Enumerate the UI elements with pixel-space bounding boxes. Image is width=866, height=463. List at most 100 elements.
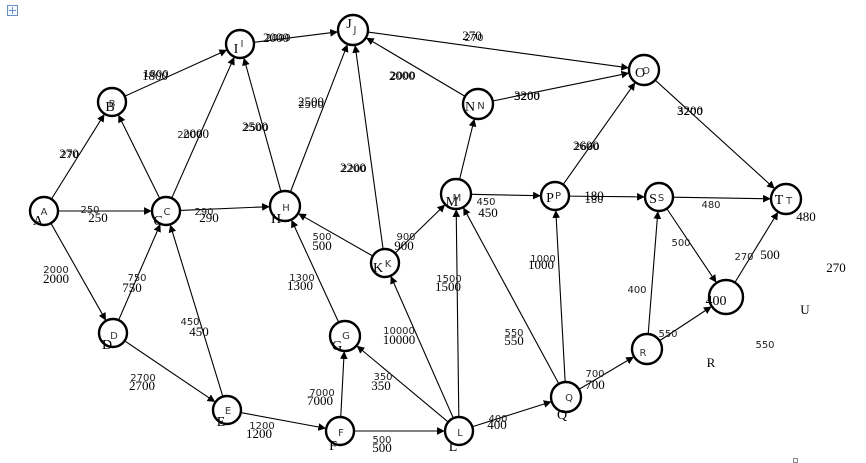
edge-weight-s-t: 480 — [701, 200, 720, 211]
edge-weight-q-p: 1000 — [530, 254, 555, 265]
edge-weight-k-h: 500 — [312, 232, 331, 243]
edge-weight-q-m: 550 — [504, 333, 524, 348]
edge-weight-e-c: 450 — [189, 324, 209, 339]
edge-a-b — [50, 114, 105, 200]
edge-weight-q-p: 1000 — [528, 257, 554, 272]
floating-label: R — [707, 355, 716, 370]
edge-weight-c-i: 2000 — [183, 126, 209, 141]
edge-h-j — [289, 44, 349, 193]
node-label-c: C — [164, 207, 171, 218]
node-i — [224, 28, 256, 60]
edge-weight-d-c: 750 — [122, 280, 142, 295]
edge-weight-c-h: 290 — [199, 210, 219, 225]
edge-weight-l-m: 1500 — [436, 274, 461, 285]
node-label-i: I — [241, 39, 244, 50]
node-label-s: S — [649, 192, 657, 207]
edge-weight-n-o: 3200 — [514, 92, 539, 103]
edge-r-n400 — [659, 306, 712, 342]
node-label-h: H — [271, 212, 281, 227]
edge-c-b — [118, 114, 161, 199]
edge-weight-d-e: 2700 — [129, 378, 155, 393]
edge-f-g — [339, 351, 348, 418]
node-label-h: H — [282, 203, 290, 214]
edge-weight-k-j: 2200 — [340, 160, 366, 175]
edge-weight-b-i: 1800 — [143, 69, 168, 80]
node-b — [96, 86, 128, 118]
node-label-q: Q — [557, 408, 567, 423]
edge-weight-p-s: 180 — [584, 195, 603, 206]
edge-weight-j-o: 270 — [464, 33, 483, 44]
edge-weight-q-r: 700 — [585, 377, 605, 392]
edge-p-o — [562, 82, 636, 185]
edge-l-q — [472, 400, 552, 428]
edge-weight-s-n400: 500 — [671, 238, 690, 249]
node-label-g: G — [342, 331, 350, 342]
node-d — [97, 317, 129, 349]
node-label-e: E — [225, 406, 231, 417]
edge-weight-f-l: 500 — [372, 440, 392, 455]
edge-weight-a-d: 2000 — [43, 265, 68, 276]
node-label-r: R — [640, 348, 647, 359]
node-label-j: J — [346, 17, 352, 32]
edge-weight-l-g: 350 — [373, 372, 392, 383]
node-g — [328, 319, 362, 353]
node-label-o: O — [635, 66, 645, 81]
node-label-a: A — [33, 214, 44, 229]
edge-l-m — [452, 209, 461, 418]
edge-d-c — [118, 224, 161, 321]
node-o — [627, 53, 661, 87]
edge-weight-g-h: 1300 — [289, 273, 314, 284]
edge-weight-l-k: 10000 — [383, 332, 416, 347]
edge-s-t — [672, 194, 771, 203]
floating-label: 480 — [796, 209, 816, 224]
edge-weight-l-k: 10000 — [383, 326, 415, 337]
node-label-o: O — [642, 66, 650, 77]
edge-weight-l-g: 350 — [371, 378, 391, 393]
node-label-k: K — [385, 259, 392, 270]
node-f — [324, 415, 356, 447]
node-label-s: S — [658, 193, 664, 204]
node-label-l: L — [449, 440, 458, 455]
edge-e-c — [168, 224, 224, 397]
edge-q-r — [578, 356, 634, 390]
edge-weight-p-s: 180 — [584, 188, 604, 203]
edge-weight-h-j: 2500 — [298, 100, 323, 111]
edge-k-j — [352, 45, 384, 250]
edge-l-g — [356, 345, 449, 423]
node-label-n: N — [477, 101, 484, 112]
edge-weight-q-r: 700 — [585, 369, 604, 380]
edge-weight-k-h: 500 — [312, 238, 332, 253]
edge-j-o — [367, 31, 629, 71]
edge-weight-a-d: 2000 — [43, 271, 69, 286]
edge-m-p — [470, 191, 541, 200]
node-r — [630, 332, 664, 366]
edge-weight-b-i: 1800 — [142, 68, 168, 83]
edge-weight-a-b: 270 — [60, 150, 79, 161]
edge-weight-a-c: 250 — [88, 210, 108, 225]
edge-weight-l-m: 1500 — [435, 279, 461, 294]
edge-weight-f-l: 500 — [372, 435, 391, 446]
edge-weight-o-t: 3200 — [677, 107, 702, 118]
edge-weight-o-t: 3200 — [677, 103, 703, 118]
edge-n-j — [366, 37, 466, 97]
edge-c-i — [171, 57, 235, 199]
edge-weight-f-g: 7000 — [307, 393, 333, 408]
move-handle-icon[interactable] — [7, 5, 18, 16]
edge-weight-g-h: 1300 — [287, 278, 313, 293]
floating-label: 270 — [826, 260, 846, 275]
edge-a-d — [50, 222, 107, 321]
edge-weight-a-b: 270 — [59, 146, 79, 161]
edge-weight-n-j: 2000 — [390, 71, 415, 82]
resize-handle-icon[interactable] — [793, 458, 798, 463]
edge-weight-l-q: 400 — [487, 417, 507, 432]
floating-label: 550 — [755, 340, 774, 351]
edge-b-i — [124, 49, 228, 97]
edge-weight-i-j: 2000 — [265, 33, 290, 44]
node-label-p: P — [555, 191, 561, 202]
edge-weight-f-g: 7000 — [309, 388, 334, 399]
edge-e-f — [240, 412, 327, 431]
edge-weight-m-p: 450 — [476, 197, 495, 208]
node-c — [150, 195, 182, 227]
edge-h-i — [242, 57, 282, 192]
